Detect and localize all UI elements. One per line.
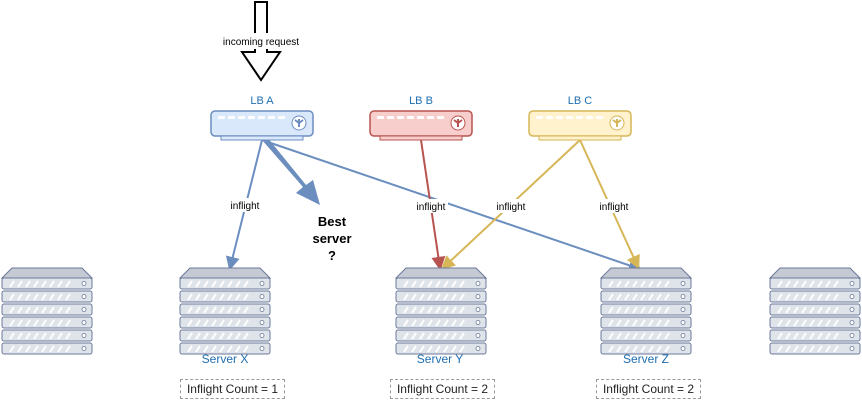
best-server-line2: server [312,231,351,246]
server-unit [600,303,692,316]
server-top-cap [599,267,693,279]
load-balancer-a[interactable]: LB A [210,95,314,141]
server-unit [179,329,271,342]
lb-ports [536,116,603,119]
lb-base [220,135,304,141]
server-unit [769,277,861,290]
best-server-arrow [262,137,320,205]
edge-lba-to-z [261,139,643,273]
server-x-label: Server X [202,352,249,366]
edge-label-lbc-z: inflight [600,202,629,213]
server-z-label: Server Z [623,352,669,366]
server-unit [179,290,271,303]
server-unit [769,303,861,316]
incoming-request-label: incoming request [223,37,299,48]
server-unit [600,277,692,290]
server-unit [600,290,692,303]
server-x-inflight-count: Inflight Count = 1 [180,379,285,399]
server-unit [769,316,861,329]
load-balancers: LB A LB B LB C [210,95,632,141]
server-unit [769,329,861,342]
server-unit [395,316,487,329]
server-unit [1,316,93,329]
server-unit [600,329,692,342]
best-server-label: Best server ? [312,214,351,263]
server-unit [769,290,861,303]
server-y-inflight-count: Inflight Count = 2 [390,379,495,399]
server-unit [179,316,271,329]
server-z[interactable] [599,267,693,355]
edge-labels: inflight inflight inflight inflight [228,198,631,213]
server-unit [395,303,487,316]
lb-ports [218,116,285,119]
lb-label: LB C [568,95,593,107]
server-labels: Server X Server Y Server Z [202,352,669,366]
server-unit [395,277,487,290]
server-unit [179,277,271,290]
server-right-edge[interactable] [768,267,862,355]
server-unit [179,303,271,316]
best-server-line3: ? [328,248,336,263]
incoming-request-arrow: incoming request [216,1,306,82]
server-unit [1,290,93,303]
edge-label-lbc-y: inflight [497,202,526,213]
load-balancer-c[interactable]: LB C [528,95,632,141]
lb-base [538,135,622,141]
server-top-cap [0,267,94,279]
server-z-inflight-count: Inflight Count = 2 [596,379,701,399]
edge-label-lbb-y: inflight [417,202,446,213]
lb-base [379,135,463,141]
server-unit [1,342,93,355]
best-server-line1: Best [318,214,347,229]
server-unit [600,316,692,329]
server-top-cap [178,267,272,279]
server-unit [1,303,93,316]
server-y-label: Server Y [417,352,463,366]
server-y[interactable] [394,267,488,355]
servers [0,267,862,355]
edge-label-lba-x: inflight [231,201,260,212]
server-unit [1,277,93,290]
server-top-cap [394,267,488,279]
lb-label: LB A [250,95,274,107]
server-unit [1,329,93,342]
lb-label: LB B [409,95,433,107]
server-top-cap [768,267,862,279]
server-unit [395,329,487,342]
server-unit [769,342,861,355]
server-x[interactable] [178,267,272,355]
load-balancer-b[interactable]: LB B [369,95,473,141]
lb-ports [377,116,444,119]
server-left-edge[interactable] [0,267,94,355]
server-unit [395,290,487,303]
